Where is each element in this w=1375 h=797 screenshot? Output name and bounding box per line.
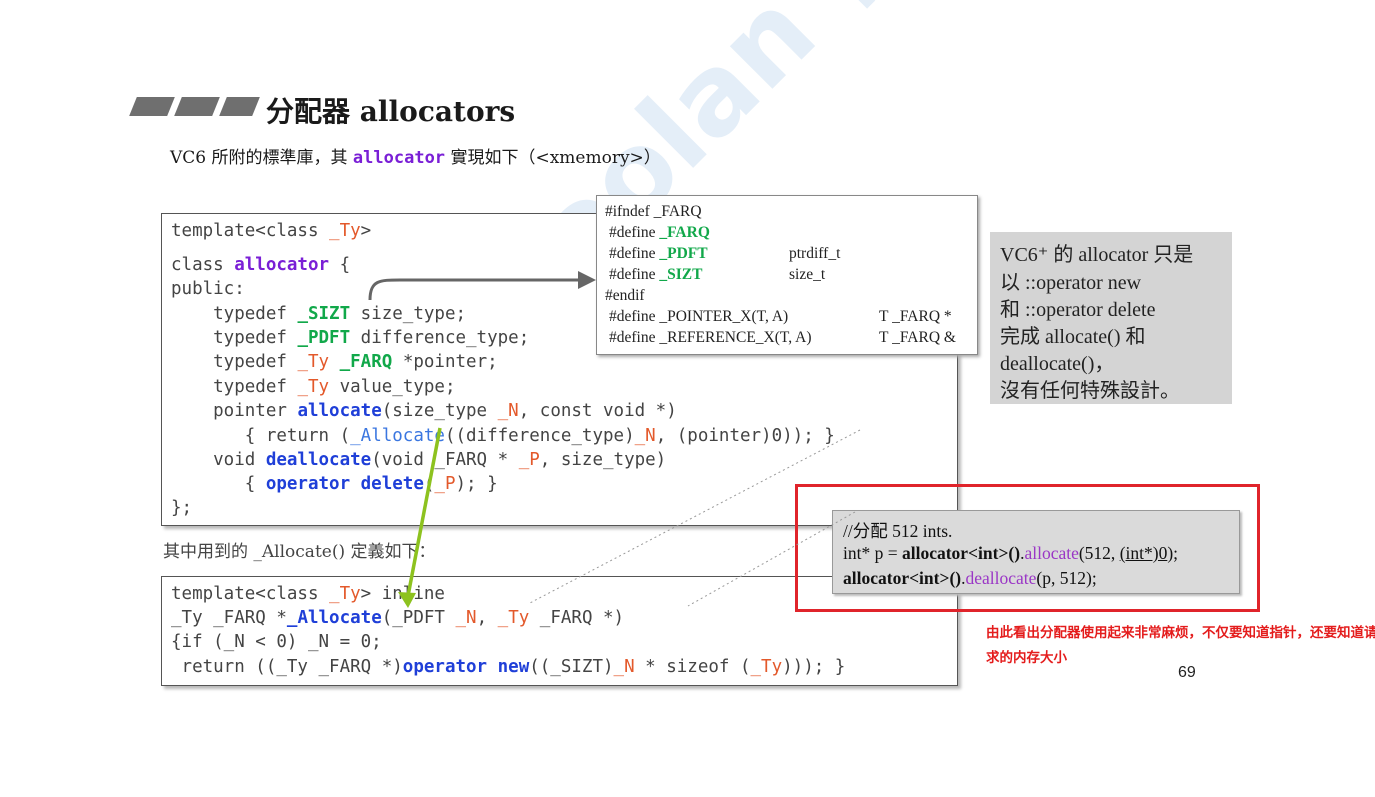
- define-line: #endif: [605, 287, 645, 304]
- dotted-pointer-1: [527, 429, 861, 605]
- note-line: 沒有任何特殊設計。: [1000, 380, 1180, 402]
- code-line: typedef _SIZT size_type;: [171, 304, 467, 324]
- code-line: {if (_N < 0) _N = 0;: [171, 632, 382, 652]
- allocate-code-box: template<class _Ty> inline _Ty _FARQ *_A…: [161, 576, 958, 686]
- define-arrow-head: [578, 271, 596, 289]
- dotted-pointer-2: [687, 511, 856, 607]
- code-line: { return (_Allocate((difference_type)_N,…: [171, 426, 835, 446]
- allocate-definition-caption: 其中用到的 _Allocate() 定義如下：: [163, 542, 436, 562]
- code-line: pointer allocate(size_type _N, const voi…: [171, 401, 677, 421]
- code-line: class allocator {: [171, 255, 351, 275]
- code-line: void deallocate(void _FARQ * _P, size_ty…: [171, 450, 667, 470]
- define-line: #define _POINTER_X(T, A)T _FARQ *: [609, 308, 952, 325]
- annotation-comment: 由此看出分配器使用起来非常麻烦，不仅要知道指针，还要知道请求的内存大小: [986, 625, 1375, 665]
- example-comment: //分配 512 ints.: [843, 521, 953, 541]
- note-line: 以 ::operator new: [1000, 272, 1142, 294]
- code-line: _Ty _FARQ *_Allocate(_PDFT _N, _Ty _FARQ…: [171, 608, 625, 628]
- define-line: #define _REFERENCE_X(T, A)T _FARQ &: [609, 329, 956, 346]
- code-line: template<class _Ty>: [171, 221, 372, 241]
- define-line: #ifndef _FARQ: [605, 203, 702, 220]
- intro-text: VC6 所附的標準庫，其 allocator 實現如下（<xmemory>）: [170, 143, 661, 168]
- highlight-frame: [795, 484, 1260, 612]
- define-arrow-line: [368, 278, 580, 301]
- defines-box: #ifndef _FARQ #define _FARQ #define _PDF…: [596, 195, 978, 355]
- define-line: #define _FARQ: [609, 224, 710, 241]
- code-line: typedef _PDFT difference_type;: [171, 328, 530, 348]
- note-line: VC6⁺ 的 allocator 只是: [1000, 244, 1194, 266]
- code-line: typedef _Ty value_type;: [171, 377, 456, 397]
- usage-example-box: //分配 512 ints. int* p = allocator<int>()…: [832, 510, 1240, 594]
- note-line: 和 ::operator delete: [1000, 299, 1156, 321]
- intro-keyword: allocator: [352, 148, 446, 168]
- page-number: 69: [1178, 664, 1196, 681]
- example-line: int* p = allocator<int>().allocate(512, …: [843, 543, 1179, 563]
- intro-pre: VC6 所附的標準庫，其: [170, 148, 348, 168]
- code-line: return ((_Ty _FARQ *)operator new((_SIZT…: [171, 657, 846, 677]
- code-line: typedef _Ty _FARQ *pointer;: [171, 352, 498, 372]
- allocate-arrow-line: [406, 427, 442, 597]
- page-title: 分配器 allocators: [266, 95, 516, 128]
- example-line: allocator<int>().deallocate(p, 512);: [843, 568, 1097, 588]
- note-line: deallocate()，: [1000, 353, 1115, 375]
- note-box: VC6⁺ 的 allocator 只是 以 ::operator new 和 :…: [990, 232, 1232, 404]
- intro-post: 實現如下（<xmemory>）: [450, 148, 661, 168]
- code-line: };: [171, 498, 193, 518]
- code-line: public:: [171, 279, 245, 299]
- allocate-arrow-head: [398, 592, 416, 608]
- note-line: 完成 allocate() 和: [1000, 326, 1146, 348]
